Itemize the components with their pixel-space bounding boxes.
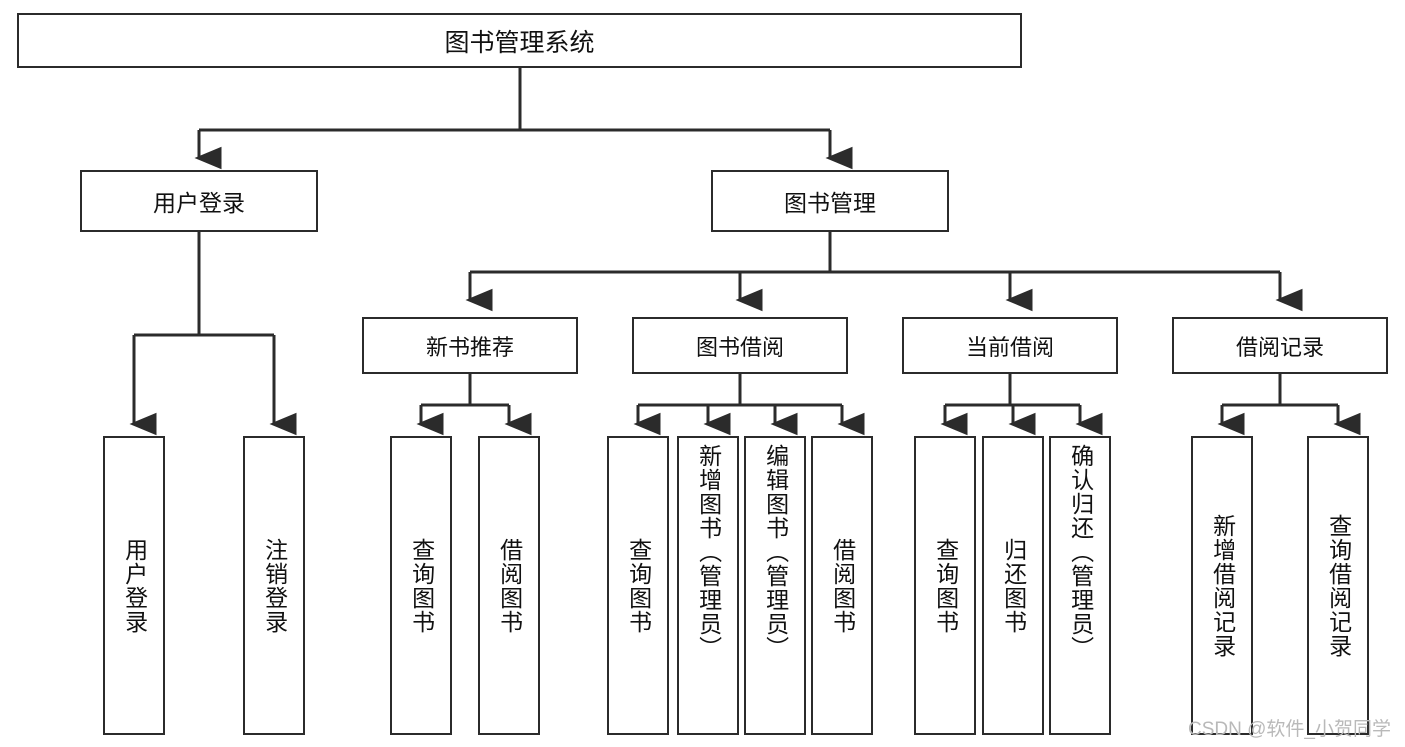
node-book-borrow[interactable]: 图书借阅 bbox=[632, 317, 848, 374]
leaf-current-borrow-confirm-return[interactable]: 确认归还（管理员） bbox=[1049, 436, 1111, 735]
leaf-label: 注销登录 bbox=[261, 537, 288, 634]
leaf-label: 新增图书（管理员） bbox=[695, 444, 722, 660]
leaf-label: 确认归还（管理员） bbox=[1067, 444, 1094, 660]
leaf-book-borrow-query[interactable]: 查询图书 bbox=[607, 436, 669, 735]
node-new-book-recommend-label: 新书推荐 bbox=[425, 334, 514, 360]
leaf-borrow-record-add[interactable]: 新增借阅记录 bbox=[1191, 436, 1253, 735]
leaf-label: 查询借阅记录 bbox=[1325, 513, 1352, 658]
leaf-label: 归还图书 bbox=[1000, 537, 1027, 634]
leaf-current-borrow-query[interactable]: 查询图书 bbox=[914, 436, 976, 735]
node-current-borrow-label: 当前借阅 bbox=[965, 334, 1054, 360]
leaf-label: 查询图书 bbox=[625, 537, 652, 634]
node-root-label: 图书管理系统 bbox=[444, 28, 595, 57]
leaf-user-login-logout[interactable]: 注销登录 bbox=[243, 436, 305, 735]
leaf-user-login-login[interactable]: 用户登录 bbox=[103, 436, 165, 735]
node-book-borrow-label: 图书借阅 bbox=[695, 334, 784, 360]
leaf-label: 用户登录 bbox=[121, 537, 148, 634]
node-user-login-label: 用户登录 bbox=[153, 190, 245, 216]
node-current-borrow[interactable]: 当前借阅 bbox=[902, 317, 1118, 374]
leaf-new-book-query[interactable]: 查询图书 bbox=[390, 436, 452, 735]
node-book-management-label: 图书管理 bbox=[784, 190, 876, 216]
leaf-label: 新增借阅记录 bbox=[1209, 513, 1236, 658]
leaf-book-borrow-borrow[interactable]: 借阅图书 bbox=[811, 436, 873, 735]
watermark: CSDN @软件_小贺同学 bbox=[1188, 719, 1391, 740]
leaf-new-book-borrow[interactable]: 借阅图书 bbox=[478, 436, 540, 735]
node-new-book-recommend[interactable]: 新书推荐 bbox=[362, 317, 578, 374]
node-root[interactable]: 图书管理系统 bbox=[17, 13, 1022, 68]
node-user-login[interactable]: 用户登录 bbox=[80, 170, 318, 232]
leaf-label: 查询图书 bbox=[932, 537, 959, 634]
leaf-book-borrow-add[interactable]: 新增图书（管理员） bbox=[677, 436, 739, 735]
leaf-current-borrow-return[interactable]: 归还图书 bbox=[982, 436, 1044, 735]
leaf-label: 借阅图书 bbox=[496, 537, 523, 634]
leaf-label: 查询图书 bbox=[408, 537, 435, 634]
leaf-borrow-record-query[interactable]: 查询借阅记录 bbox=[1307, 436, 1369, 735]
leaf-label: 编辑图书（管理员） bbox=[762, 444, 789, 660]
node-book-management[interactable]: 图书管理 bbox=[711, 170, 949, 232]
node-borrow-record[interactable]: 借阅记录 bbox=[1172, 317, 1388, 374]
leaf-book-borrow-edit[interactable]: 编辑图书（管理员） bbox=[744, 436, 806, 735]
leaf-label: 借阅图书 bbox=[829, 537, 856, 634]
node-borrow-record-label: 借阅记录 bbox=[1235, 334, 1324, 360]
